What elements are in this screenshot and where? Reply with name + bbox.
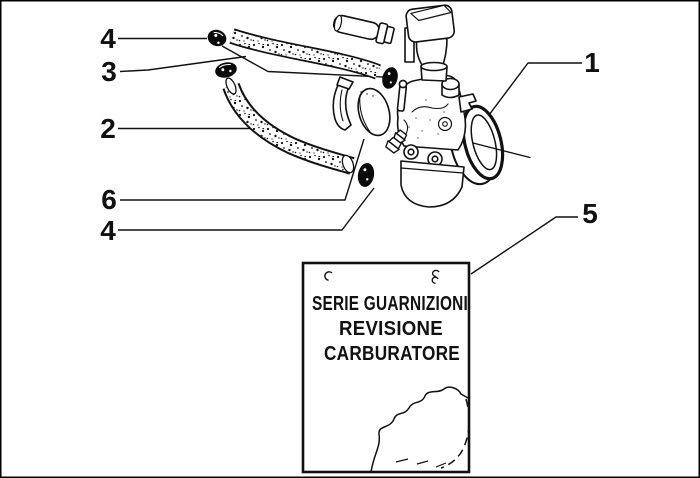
float-bowl: [400, 160, 465, 208]
leader-6: [120, 138, 365, 201]
gasket-sketch: [370, 386, 470, 473]
body-detail-curve2: [403, 119, 409, 135]
cable-header: [405, 4, 456, 43]
hanger-hole-right: [431, 269, 440, 284]
leader-lines: [118, 37, 582, 275]
fuel-barb: [385, 129, 408, 154]
left-spigot: [357, 87, 391, 137]
cable-adjuster: [332, 14, 395, 45]
clamp-top-left: [207, 29, 227, 47]
manifold-sleeve-tab: [336, 76, 354, 90]
callout-2: 2: [100, 113, 116, 144]
gasket-kit-box: SERIE GUARNIZIONI REVISIONE CARBURATORE: [301, 261, 471, 474]
idle-screw: [396, 79, 408, 112]
body-detail-curve: [411, 103, 449, 113]
hanger-hole-left: [324, 271, 333, 281]
kit-box-line-3: CARBURATORE: [324, 343, 460, 365]
hose-lower: [222, 77, 355, 175]
clamps: [207, 29, 398, 187]
hose-end-opening-bottom: [341, 154, 355, 174]
callout-5: 5: [582, 198, 598, 229]
leader-3: [119, 55, 247, 73]
leader-5: [470, 216, 578, 275]
body-stipple: [360, 91, 445, 139]
cable-bracket: [458, 93, 477, 113]
callout-4-top: 4: [100, 23, 116, 54]
callout-3: 3: [101, 56, 117, 87]
kit-box-line-1: SERIE GUARNIZIONI: [312, 293, 468, 315]
body-boss-center: [442, 121, 448, 127]
hose-upper: [229, 28, 381, 80]
kit-box-outline: [301, 261, 471, 474]
carburetor: [332, 4, 531, 208]
callout-6: 6: [101, 184, 117, 215]
callout-1: 1: [584, 47, 600, 78]
clamp-carb-vent: [382, 67, 398, 89]
callout-4-bottom: 4: [100, 215, 116, 246]
clamp-mid-left: [215, 62, 237, 78]
kit-box-line-2: REVISIONE: [339, 318, 443, 340]
leader-1: [479, 62, 582, 128]
float-bowl-seam: [400, 167, 464, 174]
leader-clamp-cross: [221, 45, 384, 78]
clamp-bottom: [357, 163, 375, 187]
hose-end-opening-top: [225, 77, 237, 95]
callout-numbers: 4 3 2 6 4 1 5: [100, 23, 600, 246]
manifold-sleeve-slot: [339, 89, 344, 122]
leader-4-bottom: [118, 187, 375, 231]
bell-pointer-line: [472, 142, 531, 159]
